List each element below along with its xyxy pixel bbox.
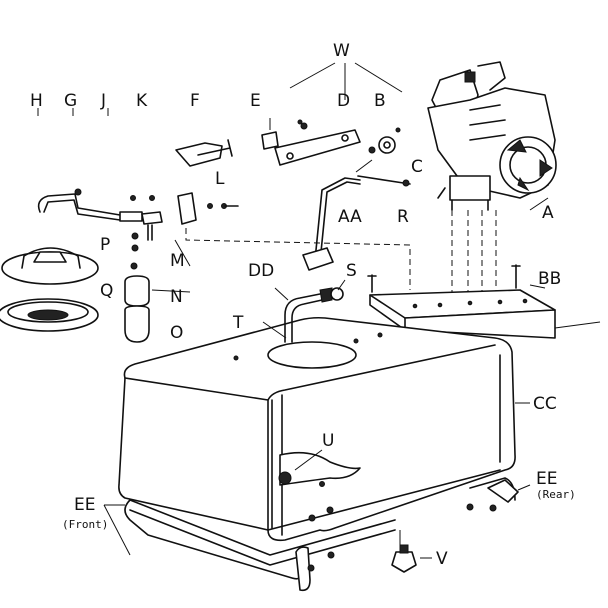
label-l: L: [215, 169, 225, 189]
label-s: S: [346, 261, 357, 281]
label-ee-rear: EE: [536, 469, 557, 489]
fuel-line-parts: [37, 188, 411, 290]
label-cc: CC: [533, 394, 557, 414]
label-v: V: [436, 549, 448, 569]
label-n: N: [170, 287, 183, 307]
label-aa: AA: [338, 207, 362, 227]
label-d: D: [337, 91, 350, 111]
w-leaders: [289, 62, 403, 100]
filler-neck-hose: [284, 287, 344, 343]
engine-assembly: [427, 61, 557, 211]
skid-frame: [124, 477, 519, 592]
label-front-note: (Front): [62, 518, 108, 531]
label-p: P: [100, 235, 110, 255]
label-g: G: [64, 91, 77, 111]
label-leaders: [37, 108, 549, 559]
mount-screws: [224, 122, 308, 207]
fuel-tank: [118, 316, 516, 542]
mounting-plate: [367, 264, 601, 339]
part-labels: W H G J K F E D B C A L AA R P M Q N O D…: [30, 41, 576, 569]
label-j: J: [100, 91, 106, 111]
label-k: K: [136, 91, 148, 111]
engine-mount-guides: [451, 210, 497, 300]
label-e: E: [250, 91, 261, 111]
governor-linkage: [175, 118, 411, 271]
label-f: F: [190, 91, 200, 111]
label-m: M: [170, 251, 185, 271]
label-b: B: [374, 91, 386, 111]
label-u: U: [322, 431, 334, 451]
label-rear-note: (Rear): [536, 488, 576, 501]
gas-cap: [0, 247, 99, 332]
label-t: T: [232, 313, 244, 333]
fuel-filter: [124, 262, 150, 343]
label-o: O: [170, 323, 183, 343]
label-r: R: [397, 207, 409, 227]
label-a: A: [542, 203, 554, 223]
drain-fitting: [391, 530, 417, 573]
label-ee-front: EE: [74, 495, 95, 515]
label-w: W: [333, 41, 350, 61]
label-bb: BB: [538, 269, 561, 289]
label-dd: DD: [248, 261, 274, 281]
label-c: C: [411, 157, 423, 177]
label-h: H: [30, 91, 43, 111]
label-q: Q: [100, 281, 113, 301]
